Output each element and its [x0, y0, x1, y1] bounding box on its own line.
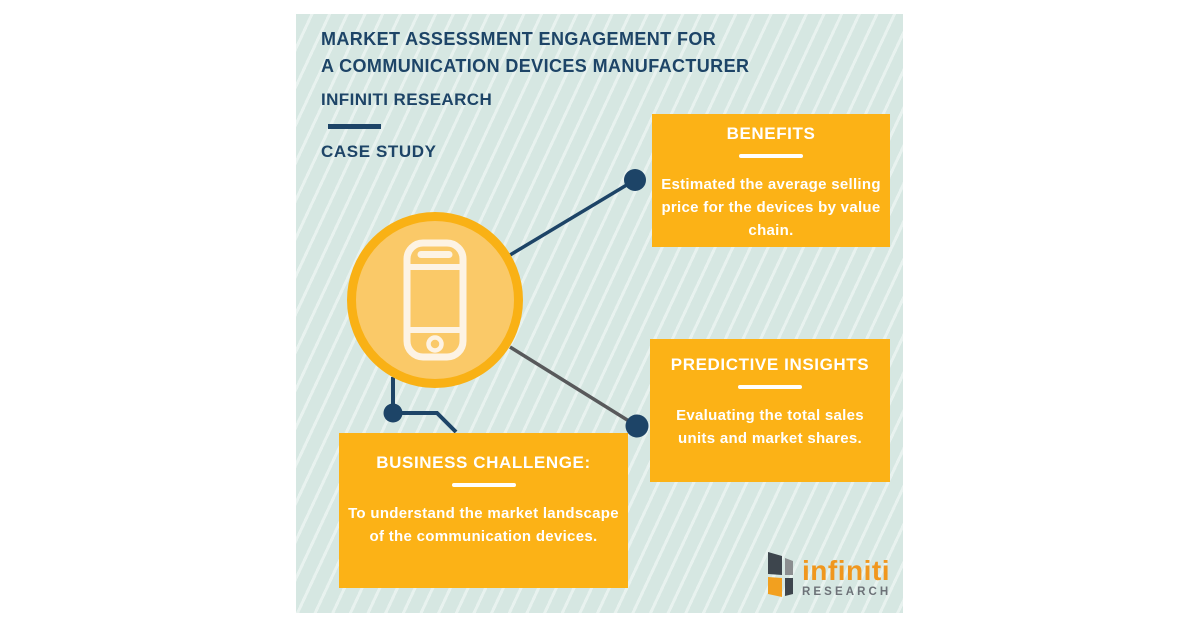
callout-benefits-body: Estimated the average selling price for …	[661, 176, 881, 239]
page-title-line2: A COMMUNICATION DEVICES MANUFACTURER	[321, 56, 750, 76]
callout-benefits-heading: BENEFITS	[726, 124, 816, 143]
callout-benefits: BENEFITS Estimated the average selling p…	[652, 114, 890, 247]
company-name: INFINITI RESEARCH	[321, 90, 493, 109]
logo-window-mark-icon	[768, 552, 793, 597]
logo-text: infiniti RESEARCH	[802, 551, 892, 599]
page-title: MARKET ASSESSMENT ENGAGEMENT FOR A COMMU…	[321, 26, 881, 80]
callout-challenge-heading: BUSINESS CHALLENGE:	[376, 453, 591, 472]
logo-brand-name: infiniti	[802, 555, 890, 586]
device-hub-circle	[347, 212, 523, 388]
callout-challenge-body: To understand the market landscape of th…	[348, 505, 619, 545]
smartphone-icon	[403, 239, 467, 361]
header-divider	[328, 124, 381, 129]
logo-tagline: RESEARCH	[802, 586, 892, 598]
callout-challenge-rule	[451, 483, 516, 487]
callout-predictive-insights: PREDICTIVE INSIGHTS Evaluating the total…	[650, 339, 890, 482]
callout-business-challenge: BUSINESS CHALLENGE: To understand the ma…	[339, 433, 628, 588]
callout-predictive-heading: PREDICTIVE INSIGHTS	[670, 355, 870, 374]
callout-predictive-body: Evaluating the total sales units and mar…	[676, 407, 864, 447]
case-study-label: CASE STUDY	[321, 142, 437, 161]
callout-benefits-rule	[739, 154, 803, 158]
callout-predictive-rule	[738, 385, 802, 389]
infiniti-research-logo: infiniti RESEARCH	[768, 551, 891, 598]
page-title-line1: MARKET ASSESSMENT ENGAGEMENT FOR	[321, 29, 717, 49]
